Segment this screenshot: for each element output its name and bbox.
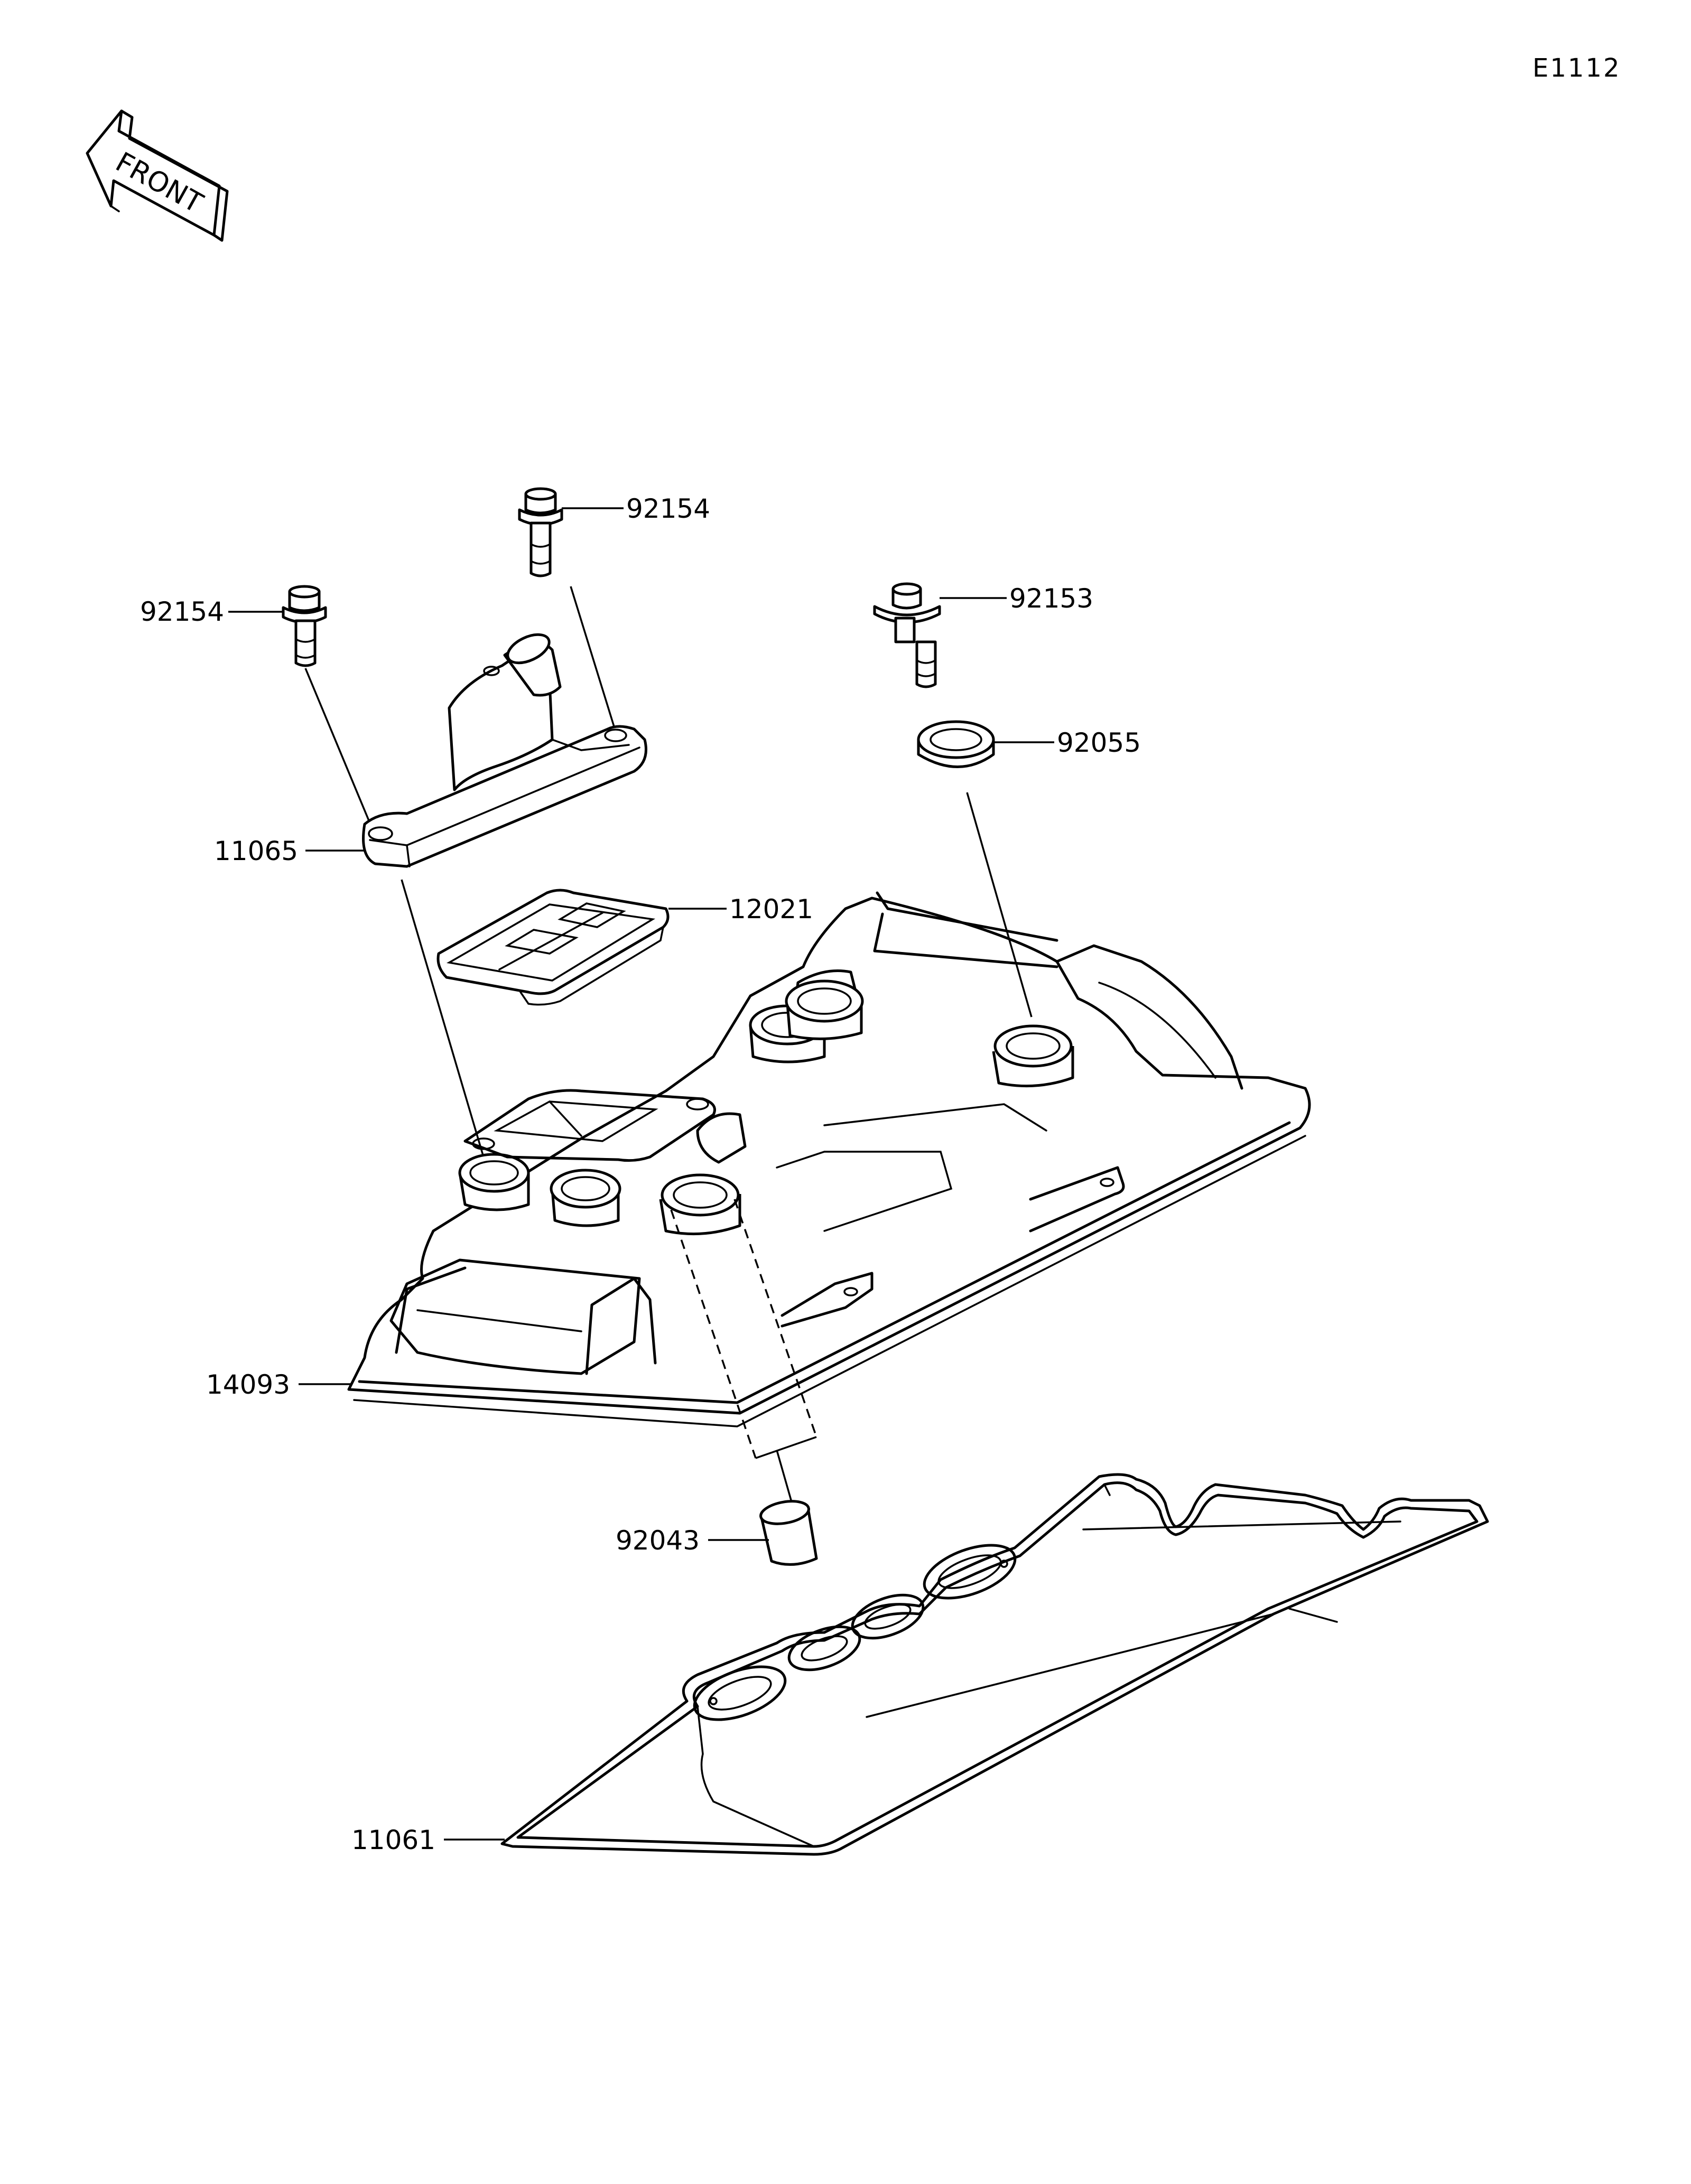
- part-number-bolt-left: 92154: [140, 596, 224, 627]
- hidden-line-dowel-right: [733, 1199, 817, 1438]
- part-number-bolt-flange: 92153: [1009, 583, 1093, 614]
- front-label: FRONT: [110, 146, 208, 220]
- bolt-top-92154[interactable]: [518, 487, 563, 577]
- part-number-head-gasket: 11061: [351, 1825, 435, 1855]
- part-number-cover-gasket: 12021: [729, 894, 813, 925]
- breather-cover-11065[interactable]: [362, 629, 647, 868]
- bolt-left-92154[interactable]: [282, 585, 327, 667]
- head-cover-14093[interactable]: [347, 891, 1311, 1427]
- axis-line-dowel-pin: [776, 1450, 794, 1506]
- part-number-grommet: 92055: [1057, 727, 1141, 758]
- axis-line-bolt-left: [304, 668, 374, 830]
- cover-gasket-12021[interactable]: [436, 889, 670, 1006]
- head-gasket-11061[interactable]: [500, 1473, 1489, 1856]
- hidden-line-dowel-left: [670, 1209, 757, 1459]
- dowel-pin-92043[interactable]: [759, 1498, 818, 1566]
- part-number-dowel-pin: 92043: [616, 1525, 700, 1556]
- grommet-92055[interactable]: [917, 720, 995, 768]
- axis-line-breather-cover: [401, 879, 485, 1158]
- dowel-pin-outline-bottom: [755, 1436, 817, 1459]
- bolt-flange-92153[interactable]: [873, 582, 941, 688]
- part-number-head-cover: 14093: [206, 1369, 290, 1400]
- axis-line-grommet: [966, 792, 1033, 1018]
- axis-line-bolt-top: [570, 586, 617, 732]
- part-number-bolt-top: 92154: [626, 493, 710, 524]
- diagram-reference: E1112: [1532, 53, 1621, 83]
- front-arrow-icon: FRONT: [86, 109, 229, 242]
- part-number-breather-cover: 11065: [214, 836, 298, 866]
